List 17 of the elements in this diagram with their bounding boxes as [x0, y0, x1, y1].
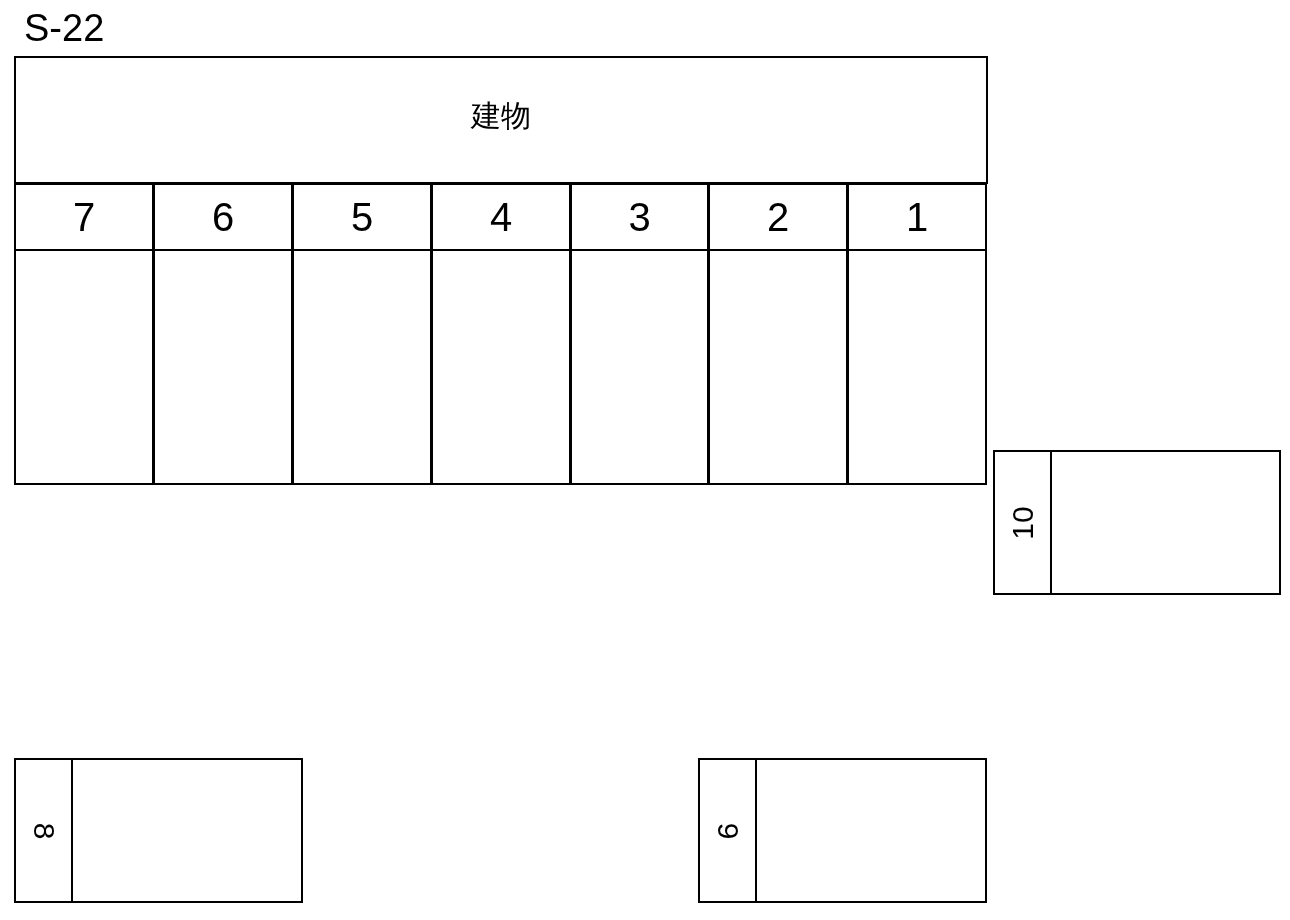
space-number-cell: 10 — [995, 452, 1052, 593]
parking-space — [993, 450, 1281, 595]
space-number-cell: 1 — [849, 185, 985, 251]
building-box — [14, 56, 988, 184]
plan-title: S-22 — [24, 6, 105, 50]
parking-space — [847, 183, 987, 485]
parking-space — [570, 183, 709, 485]
parking-space — [431, 183, 571, 485]
parking-space — [292, 183, 432, 485]
building-label: 建物 — [469, 98, 532, 134]
space-number-cell: 8 — [16, 760, 73, 901]
parking-space — [153, 183, 293, 485]
parking-space — [14, 758, 303, 903]
parking-space — [708, 183, 848, 485]
parking-space — [14, 183, 154, 485]
parking-space — [698, 758, 987, 903]
space-number-cell: 9 — [700, 760, 757, 901]
